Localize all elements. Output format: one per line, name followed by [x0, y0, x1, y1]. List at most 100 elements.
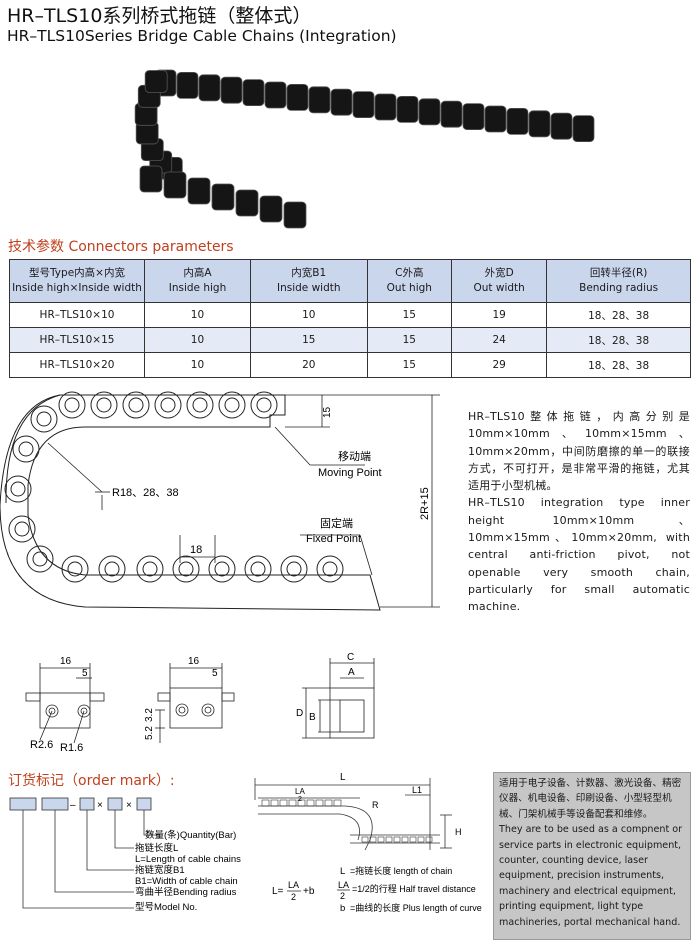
description: HR–TLS10整体拖链，内高分别是10mm×10mm、10mm×15mm、10…: [468, 408, 690, 616]
diagram-link-inner: [178, 561, 194, 577]
dim-15: 15: [322, 406, 333, 418]
diagram-link-outer: [208, 555, 236, 583]
legend-length: =拖链长度 length of chain: [350, 865, 452, 876]
diagram-link-outer: [186, 391, 214, 419]
table-cell: 10: [144, 352, 251, 378]
diagram-link-inner: [286, 561, 302, 577]
dim-b: B: [309, 712, 316, 723]
order-box-radius: [41, 797, 69, 811]
chain-link: [352, 91, 375, 118]
chain-link: [211, 183, 235, 211]
diagram-link-inner: [104, 561, 120, 577]
application-cn: 适用于电子设备、计数器、激光设备、精密仪器、机电设备、印刷设备、小型轻型机械、门…: [499, 778, 682, 820]
chain-link: [484, 105, 507, 133]
formula-2: 2: [291, 892, 296, 902]
travel-links: [261, 799, 433, 843]
travel-link: [369, 836, 377, 843]
chain-link: [550, 112, 573, 140]
title-en: HR–TLS10Series Bridge Cable Chains (Inte…: [7, 27, 397, 45]
travel-link: [306, 799, 315, 807]
chain-link: [187, 177, 211, 205]
chain-link: [144, 70, 168, 93]
dim-5-2: 5.2: [144, 726, 155, 740]
travel-link: [401, 836, 409, 843]
travel-la: LA: [295, 787, 305, 796]
diagram-link-outer: [154, 391, 182, 419]
diagram-link-outer: [280, 555, 308, 583]
diagram-link-outer: [61, 555, 89, 583]
travel-link: [288, 799, 297, 807]
travel-link: [261, 799, 270, 807]
table-row: HR–TLS10×15 10 15 15 24 18、28、38: [9, 327, 691, 353]
travel-l1: L1: [412, 785, 422, 795]
table-header: 回转半径(R)Bending radius: [546, 259, 691, 303]
dim-16a: 16: [60, 656, 72, 667]
diagram-link-outer: [172, 555, 200, 583]
dim-5b: 5: [212, 668, 218, 679]
diagram-link-outer: [244, 555, 272, 583]
table-cell: 15: [366, 352, 453, 378]
diagram-link-inner: [142, 561, 158, 577]
order-width-cn: 拖链宽度B1: [135, 864, 185, 876]
order-len-cn: 拖链长度L: [135, 842, 178, 854]
travel-2: 2: [298, 796, 302, 803]
diagram-link-inner: [32, 551, 48, 567]
table-row: HR–TLS10×20 10 20 15 29 18、28、38: [9, 352, 691, 378]
application-box: 适用于电子设备、计数器、激光设备、精密仪器、机电设备、印刷设备、小型轻型机械、门…: [493, 772, 691, 940]
cable-chain-photo: [134, 69, 595, 229]
diagram-link-outer: [58, 391, 86, 419]
order-box-width: [79, 797, 95, 811]
travel-link: [315, 799, 324, 807]
chain-link: [235, 189, 259, 217]
diagram-link-outer: [122, 391, 150, 419]
diagram-link-inner: [36, 411, 52, 427]
table-cell: HR–TLS10×15: [9, 327, 145, 353]
chain-link: [330, 88, 353, 116]
order-width-en: B1=Width of cable chain: [135, 876, 238, 887]
chain-link: [418, 98, 441, 126]
order-box-quantity: [136, 797, 152, 811]
travel-link: [333, 799, 342, 807]
diagram-link-inner: [322, 561, 338, 577]
diagram-link-outer: [26, 545, 54, 573]
chain-link: [528, 110, 551, 138]
description-cn: HR–TLS10整体拖链，内高分别是10mm×10mm、10mm×15mm、10…: [468, 410, 690, 493]
order-radius-cn: 弯曲半径Bending radius: [135, 886, 237, 898]
dim-d: D: [296, 708, 303, 719]
travel-link: [409, 836, 417, 843]
order-box-length: [107, 797, 123, 811]
chain-link: [286, 84, 309, 111]
chain-link: [163, 171, 187, 199]
order-model: 型号Model No.: [135, 902, 197, 913]
chain-link: [176, 71, 199, 99]
order-mark-diagram: – × × 数量(条)Quantity(Bar) 拖链长度L L=Length …: [9, 772, 482, 914]
diagram-links: [4, 391, 344, 583]
fixed-cn: 固定端: [320, 516, 353, 530]
table-cell: 29: [451, 352, 548, 378]
chain-links: [134, 69, 595, 229]
diagram-link-inner: [224, 397, 240, 413]
moving-cn: 移动端: [338, 450, 371, 463]
fixed-en: Fixed Point: [306, 533, 361, 545]
diagram-link-outer: [12, 435, 40, 463]
chain-link: [139, 165, 163, 193]
description-en: HR–TLS10 integration type inner height 1…: [468, 496, 690, 614]
chain-diagram: 15 移动端 Moving Point R18、28、38 2R+15 固定端 …: [0, 391, 440, 611]
diagram-link-inner: [10, 481, 26, 497]
order-qty: 数量(条)Quantity(Bar): [145, 829, 236, 841]
travel-link: [297, 799, 306, 807]
title-cn: HR–TLS10系列桥式拖链（整体式）: [7, 5, 312, 27]
moving-en: Moving Point: [318, 467, 382, 479]
chain-link: [308, 86, 331, 114]
table-cell: 10: [144, 302, 251, 328]
chain-link: [198, 74, 221, 102]
travel-link: [393, 836, 401, 843]
table-cell: 10: [249, 302, 368, 328]
table-cell: 24: [451, 327, 548, 353]
radius-label: R18、28、38: [112, 487, 179, 499]
